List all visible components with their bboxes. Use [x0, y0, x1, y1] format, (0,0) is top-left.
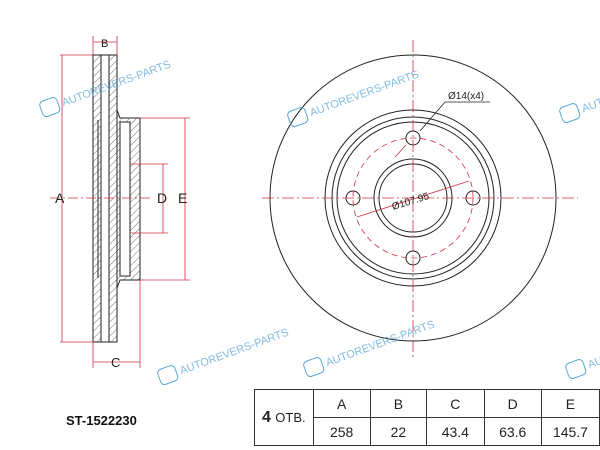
header-c: C [426, 389, 485, 418]
label-c: C [111, 355, 120, 370]
label-a: A [55, 190, 65, 206]
hole-callout: Ø14(x4) [448, 91, 484, 102]
svg-text:AUTOREVERS-PARTS: AUTOREVERS-PARTS [308, 69, 420, 120]
part-number: ST-1522230 [66, 413, 137, 428]
value-e: 145.7 [540, 417, 600, 446]
svg-text:AUTOREVERS-PARTS: AUTOREVERS-PARTS [178, 327, 290, 378]
side-dimensions [50, 36, 190, 368]
value-c: 43.4 [426, 417, 485, 446]
value-a: 258 [312, 417, 371, 446]
holes-cell: 4 ОТВ. [254, 389, 314, 446]
header-b: B [369, 389, 428, 418]
svg-text:AUTOREVERS-PARTS: AUTOREVERS-PARTS [586, 321, 600, 372]
pcd-callout: Ø107.95 [391, 191, 431, 213]
svg-text:AUTOREVERS-PARTS: AUTOREVERS-PARTS [324, 319, 436, 370]
front-dimensions [262, 40, 578, 360]
label-d: D [157, 190, 167, 206]
label-b: B [101, 38, 108, 50]
header-e: E [540, 389, 600, 418]
dimensions-table: 4 ОТВ. A B C D E 258 22 43.4 63.6 145.7 [254, 389, 600, 446]
header-a: A [312, 389, 371, 418]
label-e: E [178, 190, 187, 206]
value-d: 63.6 [483, 417, 542, 446]
side-view [92, 54, 141, 343]
header-d: D [483, 389, 542, 418]
value-b: 22 [369, 417, 428, 446]
svg-text:AUTOREVERS-PARTS: AUTOREVERS-PARTS [580, 65, 600, 116]
